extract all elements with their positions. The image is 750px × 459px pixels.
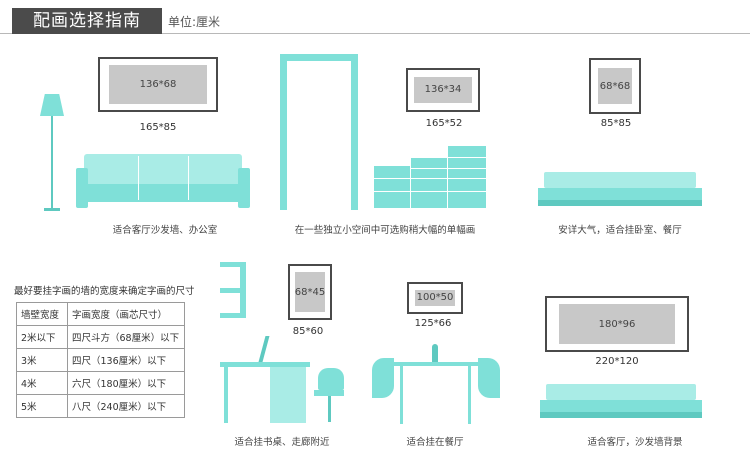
painting-frame-doorway: 136*34 bbox=[406, 68, 480, 112]
table-header-cell: 墙壁宽度 bbox=[16, 302, 68, 326]
painting-size-label: 125*66 bbox=[414, 318, 452, 329]
painting-frame-living-room: 136*68 bbox=[98, 57, 218, 112]
painting-size-label: 165*52 bbox=[425, 118, 463, 129]
scene-caption: 适合挂书桌、走廊附近 bbox=[234, 437, 330, 448]
table-cell: 四尺斗方（68厘米）以下 bbox=[67, 325, 185, 349]
table-row: 4米 六尺（180厘米）以下 bbox=[16, 371, 185, 395]
painting-frame-dining: 100*50 bbox=[407, 282, 463, 314]
painting-frame-bedroom: 68*68 bbox=[589, 58, 641, 114]
painting-mat-label: 68*68 bbox=[599, 81, 631, 92]
wall-shelf bbox=[220, 262, 246, 318]
desk-with-chair bbox=[220, 336, 348, 428]
table-row: 3米 四尺（136厘米）以下 bbox=[16, 348, 185, 372]
table-cell: 4米 bbox=[16, 371, 68, 395]
size-guide-table: 墙壁宽度 字画宽度（画芯尺寸） 2米以下 四尺斗方（68厘米）以下 3米 四尺（… bbox=[16, 302, 185, 418]
scene-caption: 安详大气，适合挂卧室、餐厅 bbox=[558, 225, 682, 236]
scene-caption: 在一些独立小空间中可选购稍大幅的单幅画 bbox=[294, 225, 476, 236]
painting-frame-study: 68*45 bbox=[288, 264, 332, 320]
painting-mat-label: 100*50 bbox=[416, 292, 454, 303]
painting-mat-label: 136*34 bbox=[424, 84, 462, 95]
table-cell: 六尺（180厘米）以下 bbox=[67, 371, 185, 395]
scene-caption: 适合客厅沙发墙、办公室 bbox=[112, 225, 218, 236]
page-title: 配画选择指南 bbox=[12, 8, 162, 34]
painting-size-label: 165*85 bbox=[139, 122, 177, 133]
drawer-cabinets bbox=[374, 144, 486, 208]
painting-mat-label: 68*45 bbox=[294, 287, 326, 298]
painting-size-label: 85*60 bbox=[292, 326, 324, 337]
door-frame bbox=[280, 54, 358, 210]
table-title: 最好要挂字画的墙的宽度来确定字画的尺寸 bbox=[14, 286, 195, 297]
painting-mat-label: 180*96 bbox=[598, 319, 636, 330]
table-cell: 四尺（136厘米）以下 bbox=[67, 348, 185, 372]
floor-lamp bbox=[40, 94, 64, 214]
table-cell: 八尺（240厘米）以下 bbox=[67, 394, 185, 418]
table-header-cell: 字画宽度（画芯尺寸） bbox=[67, 302, 185, 326]
painting-mat-label: 136*68 bbox=[139, 79, 177, 90]
table-row: 5米 八尺（240厘米）以下 bbox=[16, 394, 185, 418]
table-row: 2米以下 四尺斗方（68厘米）以下 bbox=[16, 325, 185, 349]
painting-size-label: 220*120 bbox=[595, 356, 639, 367]
painting-frame-sofa-wall: 180*96 bbox=[545, 296, 689, 352]
table-cell: 5米 bbox=[16, 394, 68, 418]
header-divider bbox=[0, 33, 750, 34]
table-cell: 2米以下 bbox=[16, 325, 68, 349]
table-cell: 3米 bbox=[16, 348, 68, 372]
painting-size-label: 85*85 bbox=[600, 118, 632, 129]
scene-caption: 适合挂在餐厅 bbox=[406, 437, 464, 448]
unit-label: 单位:厘米 bbox=[168, 15, 221, 29]
bed bbox=[538, 172, 702, 210]
sofa bbox=[76, 154, 250, 212]
scene-caption: 适合客厅，沙发墙背景 bbox=[587, 437, 683, 448]
dining-table-set bbox=[372, 340, 500, 430]
bed bbox=[540, 384, 702, 424]
table-header-row: 墙壁宽度 字画宽度（画芯尺寸） bbox=[16, 302, 185, 326]
